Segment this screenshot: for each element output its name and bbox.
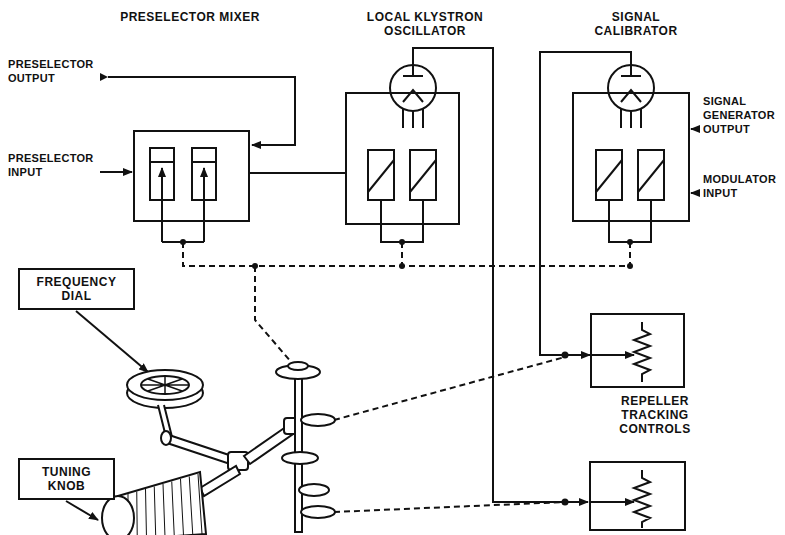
drive-shaft <box>299 484 329 496</box>
mechanical-link <box>629 242 631 266</box>
potentiometer <box>634 470 650 528</box>
leader-arrow <box>76 311 148 372</box>
tuning-knob <box>102 466 240 535</box>
mechanical-link <box>183 242 630 266</box>
signal-wire <box>691 192 699 194</box>
callout-text: TUNING KNOB <box>26 465 107 493</box>
crystal-mixer <box>203 168 205 242</box>
junction-dot <box>562 352 569 359</box>
tuning-knob <box>198 474 202 534</box>
calibrator-cavity <box>596 150 664 242</box>
signal-wire <box>413 48 588 502</box>
klystron-cavity <box>410 160 436 192</box>
potentiometer <box>590 501 634 503</box>
klystron-cavity <box>368 150 394 200</box>
signal-wire <box>108 77 295 145</box>
unit-box: SIGNAL CALIBRATOR <box>572 92 690 222</box>
klystron-tube <box>390 65 436 111</box>
unit-box: PRESELECTOR MIXER <box>133 130 250 222</box>
unit-heading: REPELLER TRACKING CONTROLS <box>594 394 716 436</box>
klystron-tube <box>412 65 414 76</box>
klystron-tube <box>403 75 423 77</box>
mechanical-link <box>255 266 298 370</box>
unit-box: REPELLER TRACKING CONTROLS <box>590 313 685 388</box>
frequency-dial <box>127 370 203 400</box>
tuning-knob <box>102 496 134 535</box>
junction-dot <box>180 239 186 245</box>
callout-text: FREQUENCY DIAL <box>26 275 127 303</box>
signal-name: MODULATOR INPUT <box>703 172 783 200</box>
calibrator-tube <box>621 75 641 77</box>
junction-dot <box>399 263 405 269</box>
crystal-mixer <box>161 168 163 242</box>
terminal-marker <box>100 73 108 81</box>
tuning-knob <box>181 479 184 535</box>
crystal-mixer <box>150 148 216 242</box>
callout-box: FREQUENCY DIAL <box>18 268 135 310</box>
signal-name: PRESELECTOR INPUT <box>8 151 100 179</box>
calibrator-tube <box>630 65 632 76</box>
klystron-cavity <box>368 150 436 242</box>
frequency-dial <box>127 370 203 437</box>
signal-name: SIGNAL GENERATOR OUTPUT <box>703 94 783 136</box>
calibrator-cavity <box>638 160 664 192</box>
crystal-mixer <box>150 161 174 163</box>
klystron-tube <box>390 65 436 128</box>
potentiometer <box>590 462 685 530</box>
mechanical-link <box>183 242 630 512</box>
junction-dot <box>562 499 569 506</box>
junction-dot <box>180 239 633 506</box>
frequency-dial <box>141 376 189 394</box>
frequency-dial <box>141 376 189 394</box>
tuning-knob <box>189 477 193 535</box>
drive-shaft <box>282 452 318 464</box>
signal-name: PRESELECTOR OUTPUT <box>8 57 103 85</box>
klystron-cavity <box>381 200 423 242</box>
calibrator-tube <box>621 109 641 128</box>
mechanical-link <box>334 502 565 512</box>
unit-heading: PRESELECTOR MIXER <box>110 10 270 24</box>
mechanical-link <box>334 357 565 420</box>
junction-dot <box>252 263 258 269</box>
klystron-tube <box>403 109 423 128</box>
junction-dot <box>399 239 405 245</box>
unit-heading: LOCAL KLYSTRON OSCILLATOR <box>330 10 520 38</box>
signal-wire <box>100 48 699 502</box>
signal-wire <box>691 128 699 130</box>
calibrator-tube <box>608 65 654 128</box>
signal-wire <box>100 171 132 173</box>
junction-dot <box>627 239 633 245</box>
calibrator-cavity <box>596 150 622 200</box>
drive-shaft <box>301 506 335 518</box>
potentiometer <box>590 354 634 356</box>
drive-shaft <box>161 431 171 445</box>
klystron-cavity <box>410 150 436 200</box>
crystal-mixer <box>192 161 216 163</box>
mechanical-link <box>401 242 403 266</box>
callout-box: TUNING KNOB <box>18 458 115 500</box>
tuning-knob <box>136 492 138 535</box>
tuning-knob <box>154 487 156 535</box>
unit-box: LOCAL KLYSTRON OSCILLATOR <box>345 92 460 225</box>
tuning-knob <box>200 466 240 496</box>
tuning-knob <box>172 482 175 535</box>
unit-heading: SIGNAL CALIBRATOR <box>571 10 701 38</box>
calibrator-tube <box>608 65 654 111</box>
leader-arrow <box>66 501 98 520</box>
drive-shaft <box>164 434 238 466</box>
drive-shaft <box>301 414 335 426</box>
junction-dot <box>627 263 633 269</box>
tuning-knob <box>128 474 202 535</box>
calibrator-cavity <box>638 150 664 200</box>
klystron-cavity <box>368 160 394 192</box>
calibrator-cavity <box>596 160 622 192</box>
tuning-knob <box>163 484 165 535</box>
drive-shaft <box>288 362 308 370</box>
signal-wire <box>250 172 345 174</box>
tuning-knob <box>146 489 147 535</box>
potentiometer <box>634 322 650 382</box>
